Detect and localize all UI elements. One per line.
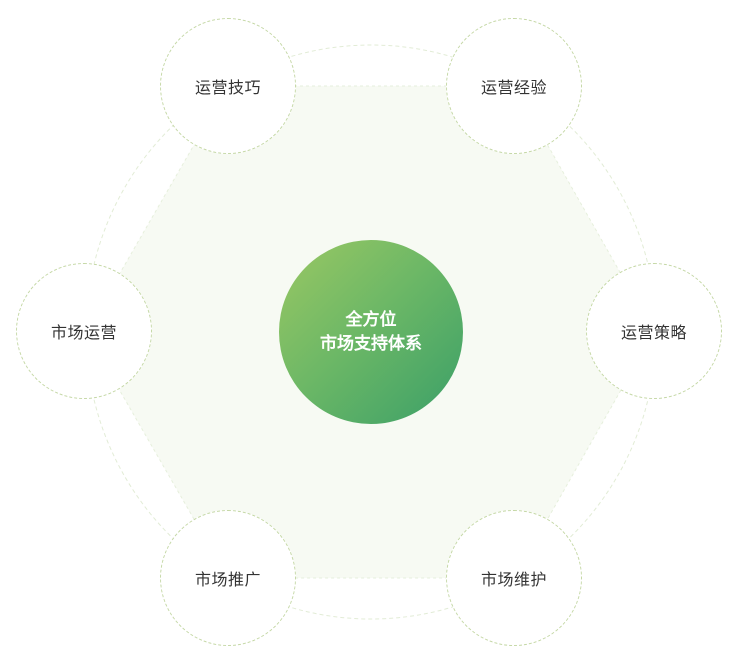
node-bottom-right: 市场维护 [446,510,582,646]
node-label: 运营经验 [480,78,547,97]
node-label: 运营技巧 [194,78,261,97]
node-label: 运营策略 [620,323,687,342]
node-label: 市场运营 [50,323,117,342]
node-bottom-left: 市场推广 [160,510,296,646]
center-hub: 全方位 市场支持体系 [279,240,463,424]
node-right: 运营策略 [586,263,722,399]
hub-title-line-1: 全方位 [345,310,397,330]
node-label: 市场维护 [480,570,547,589]
node-label: 市场推广 [194,570,261,589]
node-top-right: 运营经验 [446,18,582,154]
hub-title-line-2: 市场支持体系 [320,334,422,354]
node-left: 市场运营 [16,263,152,399]
node-top-left: 运营技巧 [160,18,296,154]
